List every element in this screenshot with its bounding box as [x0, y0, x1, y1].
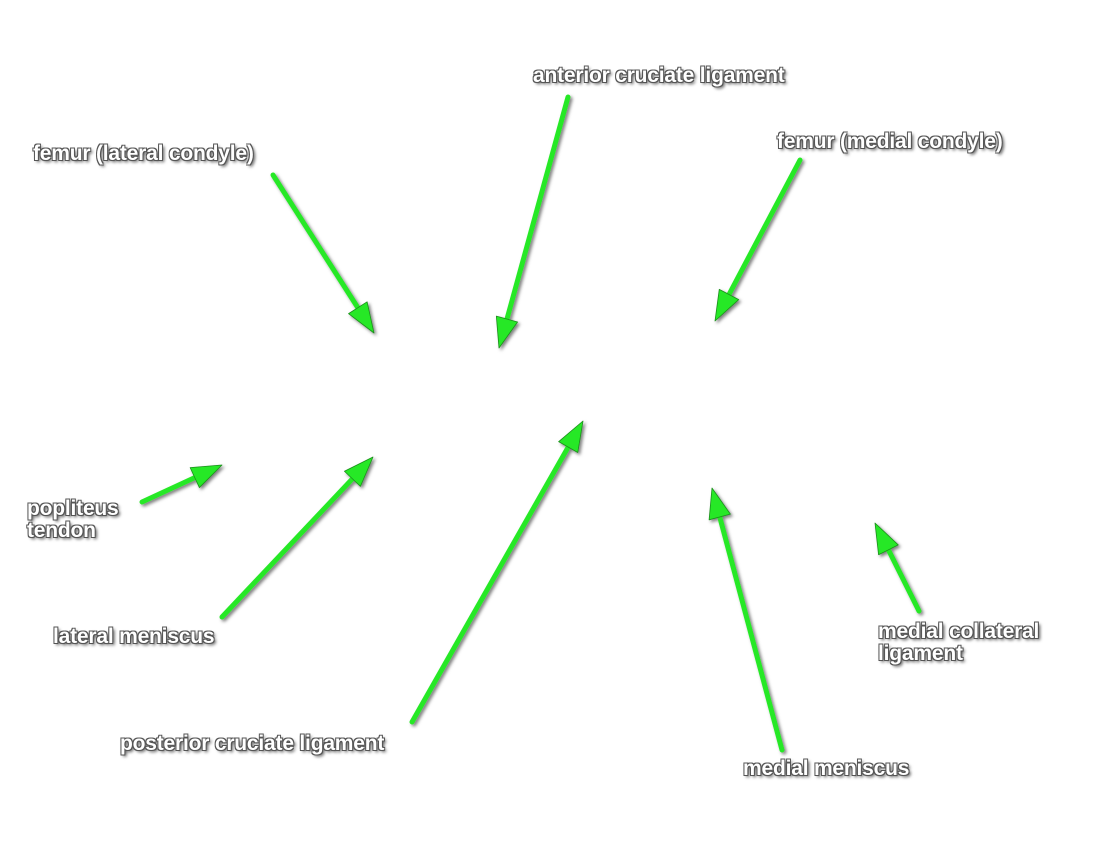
arrow-femur-medial-condyle-head — [714, 288, 740, 322]
label-medial-meniscus: medial meniscus — [743, 757, 910, 780]
arrow-femur-lateral-condyle — [270, 172, 375, 334]
label-popliteus-tendon-line1: popliteus — [27, 497, 119, 520]
label-femur-medial-condyle: femur (medial condyle) — [777, 130, 1003, 153]
label-medial-collateral-ligament-line1: medial collateral — [878, 620, 1040, 643]
label-lateral-meniscus: lateral meniscus — [53, 625, 215, 648]
arrow-femur-lateral-condyle-shaft — [270, 172, 362, 312]
arrow-femur-medial-condyle-shaft — [725, 157, 803, 299]
arrow-popliteus-tendon — [139, 464, 223, 505]
arrow-posterior-cruciate-ligament-head — [558, 420, 584, 453]
arrow-anterior-cruciate-ligament-head — [495, 315, 518, 349]
arrow-medial-meniscus-head — [708, 487, 731, 521]
arrow-anterior-cruciate-ligament-shaft — [503, 94, 571, 324]
label-femur-lateral-condyle: femur (lateral condyle) — [33, 142, 254, 165]
label-medial-collateral-ligament-line2: ligament — [878, 642, 963, 665]
label-popliteus-tendon: popliteus tendon — [27, 498, 119, 542]
arrow-femur-medial-condyle — [714, 157, 803, 322]
arrow-medial-collateral-ligament-shaft — [885, 545, 922, 614]
arrow-posterior-cruciate-ligament-shaft — [409, 442, 572, 725]
arrow-femur-lateral-condyle-head — [348, 301, 375, 334]
arrow-popliteus-tendon-head — [189, 464, 223, 488]
label-anterior-cruciate-ligament: anterior cruciate ligament — [533, 64, 785, 87]
label-popliteus-tendon-line2: tendon — [27, 519, 96, 542]
arrow-medial-meniscus-shaft — [716, 512, 785, 753]
arrow-lateral-meniscus-head — [344, 456, 374, 487]
arrow-anterior-cruciate-ligament — [495, 94, 571, 349]
label-medial-collateral-ligament: medial collateral ligament — [878, 621, 1039, 665]
arrow-lateral-meniscus — [219, 456, 374, 620]
arrow-lateral-meniscus-shaft — [219, 474, 357, 620]
label-posterior-cruciate-ligament: posterior cruciate ligament — [120, 732, 385, 755]
arrow-posterior-cruciate-ligament — [409, 420, 584, 725]
arrow-medial-collateral-ligament-head — [874, 522, 899, 556]
arrow-popliteus-tendon-shaft — [139, 474, 200, 505]
arrow-medial-meniscus — [708, 487, 785, 753]
arrow-medial-collateral-ligament — [874, 522, 922, 614]
